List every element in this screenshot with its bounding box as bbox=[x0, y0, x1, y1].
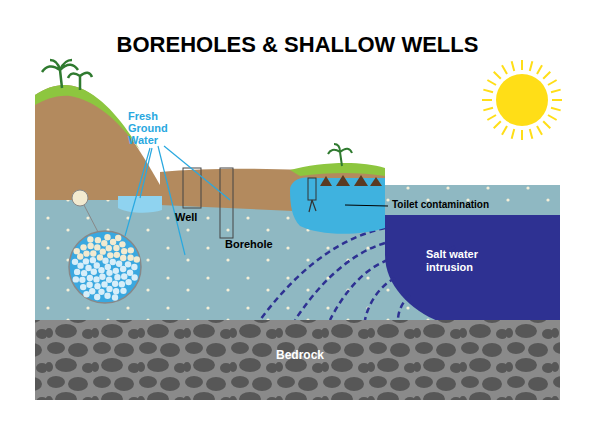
borehole-label: Borehole bbox=[225, 238, 273, 250]
band-label: Bedrock bbox=[276, 348, 324, 362]
contamination-label: Toilet contamination bbox=[392, 199, 489, 210]
intrusion-label: Salt water intrusion bbox=[426, 248, 506, 274]
bedrock-band: Bedrock bbox=[200, 330, 400, 380]
water-label: Fresh Ground Water bbox=[128, 110, 188, 146]
title: BOREHOLES & SHALLOW WELLS bbox=[0, 32, 595, 58]
well-label: Well bbox=[175, 211, 197, 223]
